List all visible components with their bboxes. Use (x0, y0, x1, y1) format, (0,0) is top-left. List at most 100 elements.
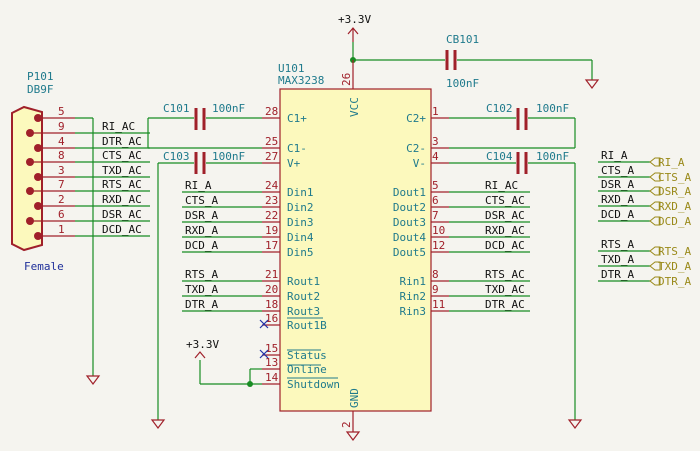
ic-pin-number: 7 (432, 209, 439, 222)
db9-shell (11, 105, 43, 252)
ic-pin-name: Rin1 (400, 275, 427, 288)
gnd-pin-number: 2 (340, 421, 353, 428)
ic-pin-name: Rin2 (400, 290, 427, 303)
junction-dot (247, 381, 253, 387)
ic-pin-number: 3 (432, 135, 439, 148)
ground-icon (85, 375, 101, 385)
global-label-flag-icon (649, 186, 661, 196)
net-label: RXD_AC (485, 224, 525, 237)
db9-pin-number: 4 (58, 135, 65, 148)
ic-pin-number: 19 (265, 224, 278, 237)
global-label-flag-icon (649, 246, 661, 256)
net-label: RTS_AC (102, 178, 142, 191)
ic-pin-number: 23 (265, 194, 278, 207)
net-label: RI_A (185, 179, 212, 192)
ground-icon (567, 419, 583, 429)
net-label: DTR_A (601, 268, 634, 281)
global-label-flag-icon (649, 261, 661, 271)
net-label: DSR_A (601, 178, 634, 191)
cap-c101: C101 100nF (163, 102, 245, 130)
db9-pin-number: 5 (58, 105, 65, 118)
ic-pin-name: V+ (287, 157, 301, 170)
ground-icon (345, 431, 361, 441)
cb101-value: 100nF (446, 77, 479, 90)
connector-ref: P101 (27, 70, 54, 83)
net-label: RTS_AC (485, 268, 525, 281)
c101-value: 100nF (212, 102, 245, 115)
c102-ref: C102 (486, 102, 513, 115)
ic-pin-name: Dout5 (393, 246, 426, 259)
ic-pin-number: 17 (265, 239, 278, 252)
net-label: RTS_A (601, 238, 634, 251)
ic-pin-name: Dout1 (393, 186, 426, 199)
ic-pin-name: Din1 (287, 186, 314, 199)
c104-ref: C104 (486, 150, 513, 163)
ic-pin-name: Rout1 (287, 275, 320, 288)
c104-value: 100nF (536, 150, 569, 163)
ic-pin-name: C2+ (406, 112, 426, 125)
power-label-top: +3.3V (338, 13, 371, 26)
global-label-text: RI_A (658, 156, 685, 169)
global-label-flag-icon (649, 216, 661, 226)
net-label: CTS_A (601, 164, 634, 177)
ic-pin-name: Dout4 (393, 231, 426, 244)
ic-pin-name: Rout3 (287, 305, 320, 318)
ic-pin-number: 11 (432, 298, 445, 311)
net-label: RXD_A (601, 193, 634, 206)
net-label: RI_AC (102, 120, 135, 133)
ic-left-pins: 28C1+25C1-27V+24Din1RI_A23Din2CTS_A22Din… (182, 105, 340, 391)
connector-gender: Female (24, 260, 64, 273)
net-label: DCD_A (185, 239, 218, 252)
ic-pin-number: 6 (432, 194, 439, 207)
c101-ref: C101 (163, 102, 190, 115)
net-label: RTS_A (185, 268, 218, 281)
global-label-text: DSR_A (658, 185, 691, 198)
ground-icon (584, 79, 600, 89)
c103-value: 100nF (212, 150, 245, 163)
power-top: +3.3V (338, 13, 371, 42)
cap-cb101: CB101 100nF (445, 33, 479, 90)
net-label: DCD_A (601, 208, 634, 221)
net-label: CTS_AC (102, 149, 142, 162)
ic-pin-number: 10 (432, 224, 445, 237)
net-label: TXD_A (185, 283, 218, 296)
vcc-pin-name: VCC (348, 97, 361, 117)
global-label-flag-icon (649, 157, 661, 167)
net-label: CTS_AC (485, 194, 525, 207)
ic-ref: U101 (278, 62, 305, 75)
no-connect-icon (259, 319, 269, 359)
global-label-flag-icon (649, 276, 661, 286)
net-label: CTS_A (185, 194, 218, 207)
net-label: DCD_AC (102, 223, 142, 236)
ic-pin-number: 24 (265, 179, 279, 192)
ic-pin-name: C2- (406, 142, 426, 155)
ic-pin-name: Status (287, 349, 327, 362)
ic-pin-number: 14 (265, 371, 279, 384)
ic-pin-number: 4 (432, 150, 439, 163)
net-label: DSR_AC (102, 208, 142, 221)
ic-pin-number: 16 (265, 312, 278, 325)
ic-pin-number: 8 (432, 268, 439, 281)
db9-pin-number: 9 (58, 120, 65, 133)
global-label-flag-icon (649, 201, 661, 211)
ic-pin-name: V- (413, 157, 426, 170)
net-label: TXD_AC (485, 283, 525, 296)
global-label-text: CTS_A (658, 171, 691, 184)
global-label-flag-icon (649, 172, 661, 182)
net-label: DCD_AC (485, 239, 525, 252)
ic-pin-name: Online (287, 363, 327, 376)
global-label-text: DTR_A (658, 275, 691, 288)
ic-pin-number: 1 (432, 105, 439, 118)
connector-value: DB9F (27, 83, 54, 96)
ic-pin-number: 28 (265, 105, 278, 118)
vcc-pin-number: 26 (340, 73, 353, 86)
net-label: DTR_AC (102, 135, 142, 148)
net-label: TXD_A (601, 253, 634, 266)
global-labels: RI_ARI_ACTS_ACTS_ADSR_ADSR_ARXD_ARXD_ADC… (598, 149, 691, 288)
net-label: TXD_AC (102, 164, 142, 177)
ic-value: MAX3238 (278, 74, 324, 87)
db9-pin-number: 7 (58, 178, 65, 191)
global-label-text: RTS_A (658, 245, 691, 258)
